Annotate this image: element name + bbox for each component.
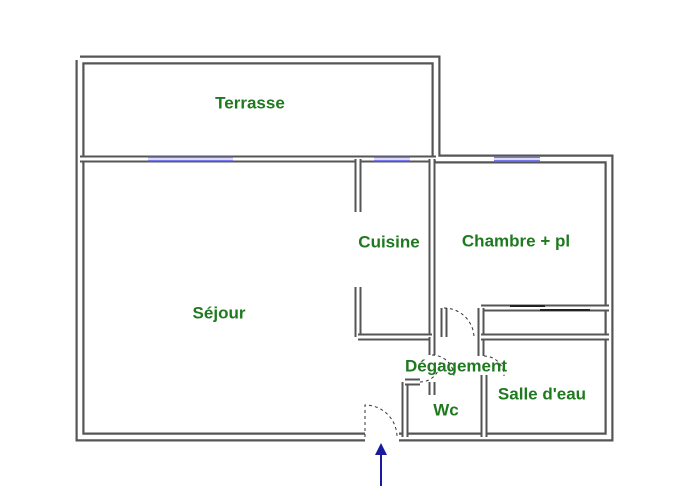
exterior-walls xyxy=(75,55,614,442)
door-swings xyxy=(364,307,505,438)
room-label-salle-eau: Salle d'eau xyxy=(498,384,586,403)
room-label-chambre: Chambre + pl xyxy=(462,231,570,250)
room-label-degagement: Dégagement xyxy=(405,356,507,375)
interior-partitions xyxy=(354,159,609,437)
room-label-cuisine: Cuisine xyxy=(358,232,419,251)
arrow-up-icon xyxy=(375,443,387,486)
kitchen-door-swing xyxy=(431,354,455,378)
entry-door-swing xyxy=(364,404,398,438)
room-label-wc: Wc xyxy=(433,400,459,419)
windows xyxy=(148,156,540,162)
room-labels: Terrasse Séjour Cuisine Chambre + pl Dég… xyxy=(193,93,587,419)
degagement-door-swing xyxy=(443,307,475,339)
closet-doors xyxy=(510,305,590,311)
room-label-terrasse: Terrasse xyxy=(215,93,285,112)
room-label-sejour: Séjour xyxy=(193,303,246,322)
